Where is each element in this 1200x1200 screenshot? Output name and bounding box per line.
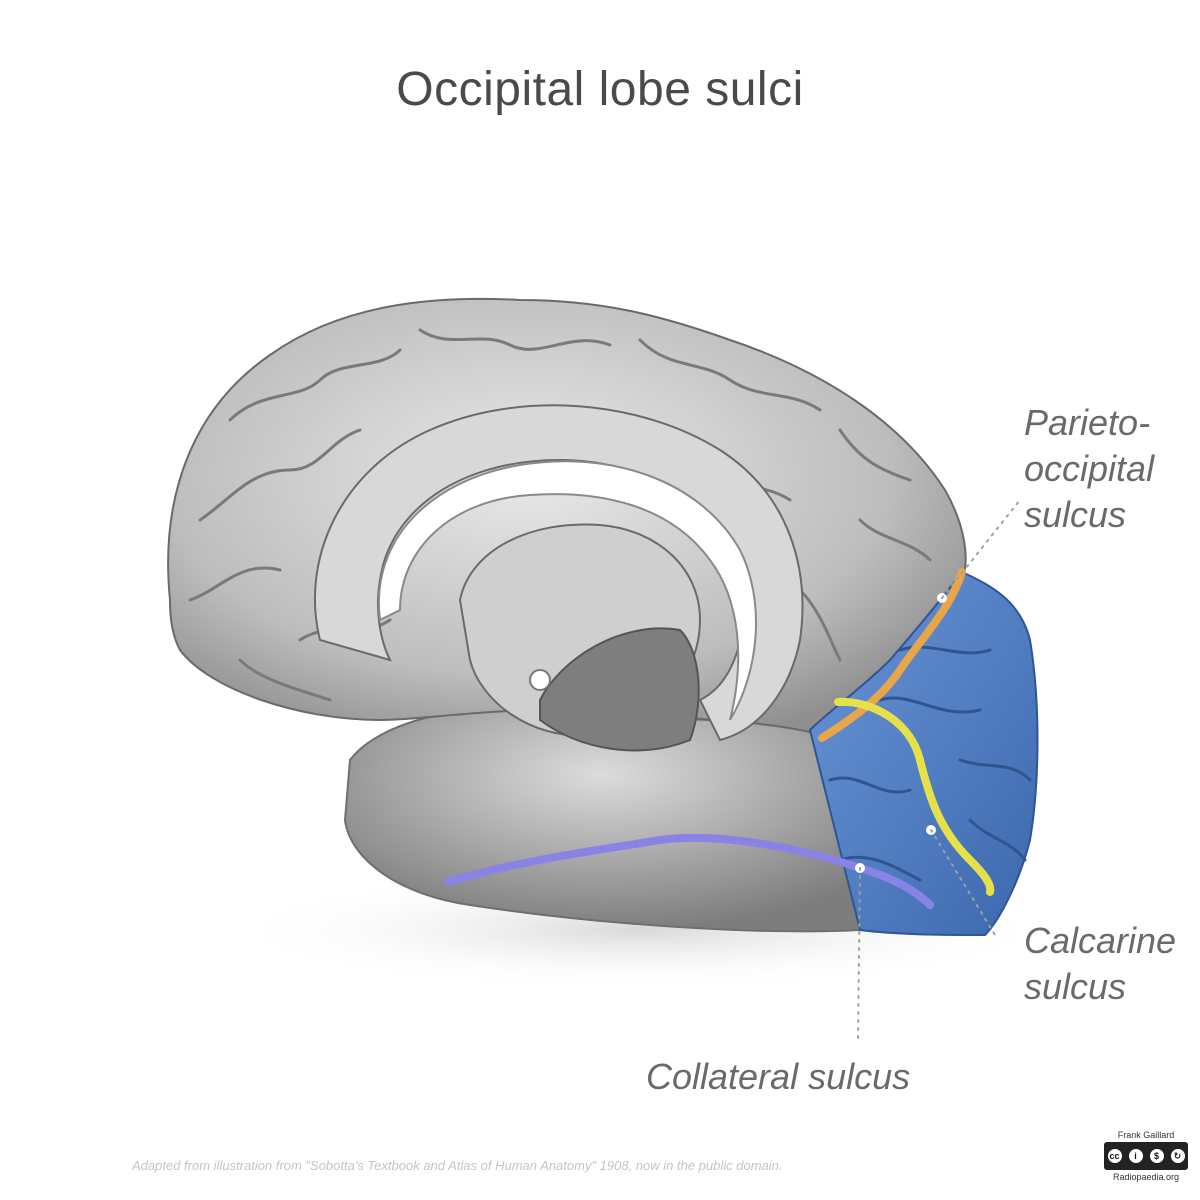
leader-lines — [857, 499, 1021, 1041]
cc-license-icons: cc i $ ↻ — [1104, 1142, 1188, 1170]
label-calcarine: Calcarine sulcus — [1024, 918, 1176, 1010]
corpus-callosum — [377, 460, 758, 721]
label-parieto-occipital: Parieto- occipital sulcus — [1024, 400, 1154, 538]
thalamus-dark — [539, 627, 700, 752]
commissure-dot — [529, 669, 551, 691]
license-badge[interactable]: Frank Gaillard cc i $ ↻ Radiopaedia.org — [1104, 1128, 1188, 1194]
sa-icon: ↻ — [1168, 1147, 1187, 1165]
label-collateral: Collateral sulcus — [646, 1054, 910, 1100]
calcarine-sulcus-line — [834, 697, 995, 896]
diagram-title: Occipital lobe sulci — [396, 63, 804, 116]
parieto-occipital-sulcus-line — [818, 568, 966, 742]
badge-author: Frank Gaillard — [1117, 1130, 1175, 1140]
label-calcarine-line1: Calcarine — [1024, 920, 1177, 961]
label-parieto-line2: occipital — [1024, 448, 1155, 489]
nc-icon: $ — [1147, 1147, 1166, 1165]
occipital-gyri — [828, 645, 1032, 882]
cingulate-gyrus — [313, 404, 804, 742]
label-collateral-text: Collateral sulcus — [646, 1056, 911, 1097]
occipital-lobe — [808, 570, 1039, 937]
collateral-sulcus-line — [444, 833, 934, 909]
label-calcarine-line2: sulcus — [1024, 966, 1127, 1007]
label-parieto-line1: Parieto- — [1024, 402, 1151, 443]
badge-site: Radiopaedia.org — [1112, 1172, 1180, 1182]
credit-text: Adapted from illustration from "Sobotta'… — [132, 1158, 783, 1173]
label-parieto-line3: sulcus — [1024, 494, 1127, 535]
by-icon: i — [1126, 1147, 1145, 1165]
cc-icon: cc — [1105, 1147, 1124, 1165]
